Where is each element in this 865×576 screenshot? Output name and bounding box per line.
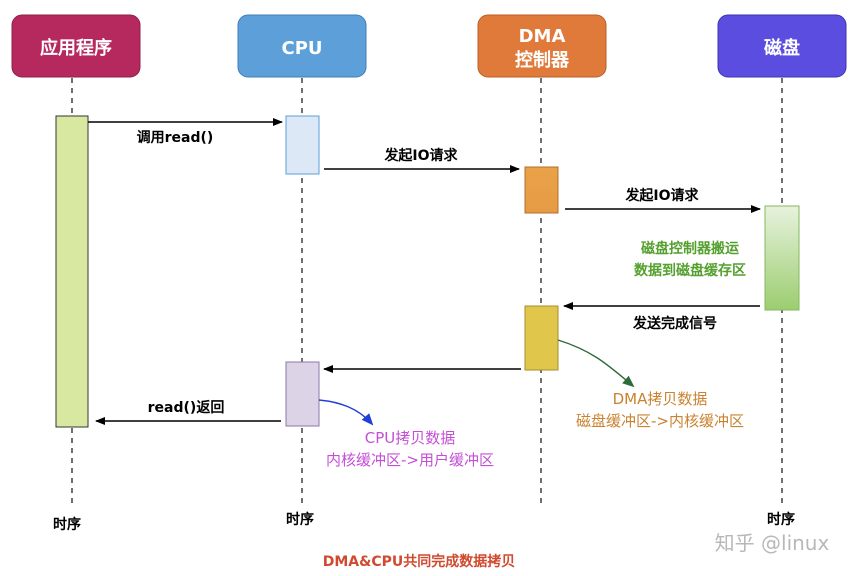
participant-disk-label: 磁盘 bbox=[764, 37, 800, 59]
watermark: 知乎 @linux bbox=[715, 531, 830, 555]
participant-app-label: 应用程序 bbox=[40, 37, 112, 59]
message-label-6: read()返回 bbox=[148, 399, 225, 416]
message-label-1: 调用read() bbox=[137, 130, 214, 146]
cpu-note-line1: CPU拷贝数据 bbox=[365, 429, 456, 447]
activation-cpu-2 bbox=[285, 361, 320, 427]
disk-note-line1: 磁盘控制器搬运 bbox=[641, 240, 739, 257]
participant-dma-label-line1: DMA bbox=[519, 26, 566, 47]
timeline-label-app: 时序 bbox=[53, 516, 81, 533]
participant-app: 应用程序 bbox=[11, 14, 141, 78]
participant-disk: 磁盘 bbox=[717, 14, 847, 78]
footer-title: DMA&CPU共同完成数据拷贝 bbox=[323, 553, 516, 570]
dma-note-arrow bbox=[557, 339, 635, 388]
timeline-label-disk: 时序 bbox=[767, 511, 795, 528]
activation-dma-1 bbox=[524, 166, 559, 214]
disk-note-line2: 数据到磁盘缓存区 bbox=[634, 262, 746, 279]
participant-dma: DMA 控制器 bbox=[477, 14, 607, 78]
cpu-note-arrow bbox=[318, 399, 374, 426]
activation-app bbox=[55, 115, 89, 428]
dma-note-line2: 磁盘缓冲区->内核缓冲区 bbox=[576, 412, 744, 430]
cpu-note-line2: 内核缓冲区->用户缓冲区 bbox=[326, 451, 494, 469]
message-label-2: 发起IO请求 bbox=[383, 147, 458, 164]
participant-dma-label-line2: 控制器 bbox=[515, 49, 570, 71]
timeline-label-cpu: 时序 bbox=[286, 511, 314, 528]
message-label-3: 发起IO请求 bbox=[624, 187, 699, 204]
dma-note-line1: DMA拷贝数据 bbox=[613, 390, 708, 408]
participant-cpu: CPU bbox=[237, 14, 367, 78]
activation-disk bbox=[764, 205, 800, 311]
message-label-4: 发送完成信号 bbox=[632, 315, 717, 332]
activation-dma-2 bbox=[524, 305, 559, 371]
activation-cpu-1 bbox=[285, 115, 320, 175]
participant-cpu-label: CPU bbox=[281, 38, 322, 59]
